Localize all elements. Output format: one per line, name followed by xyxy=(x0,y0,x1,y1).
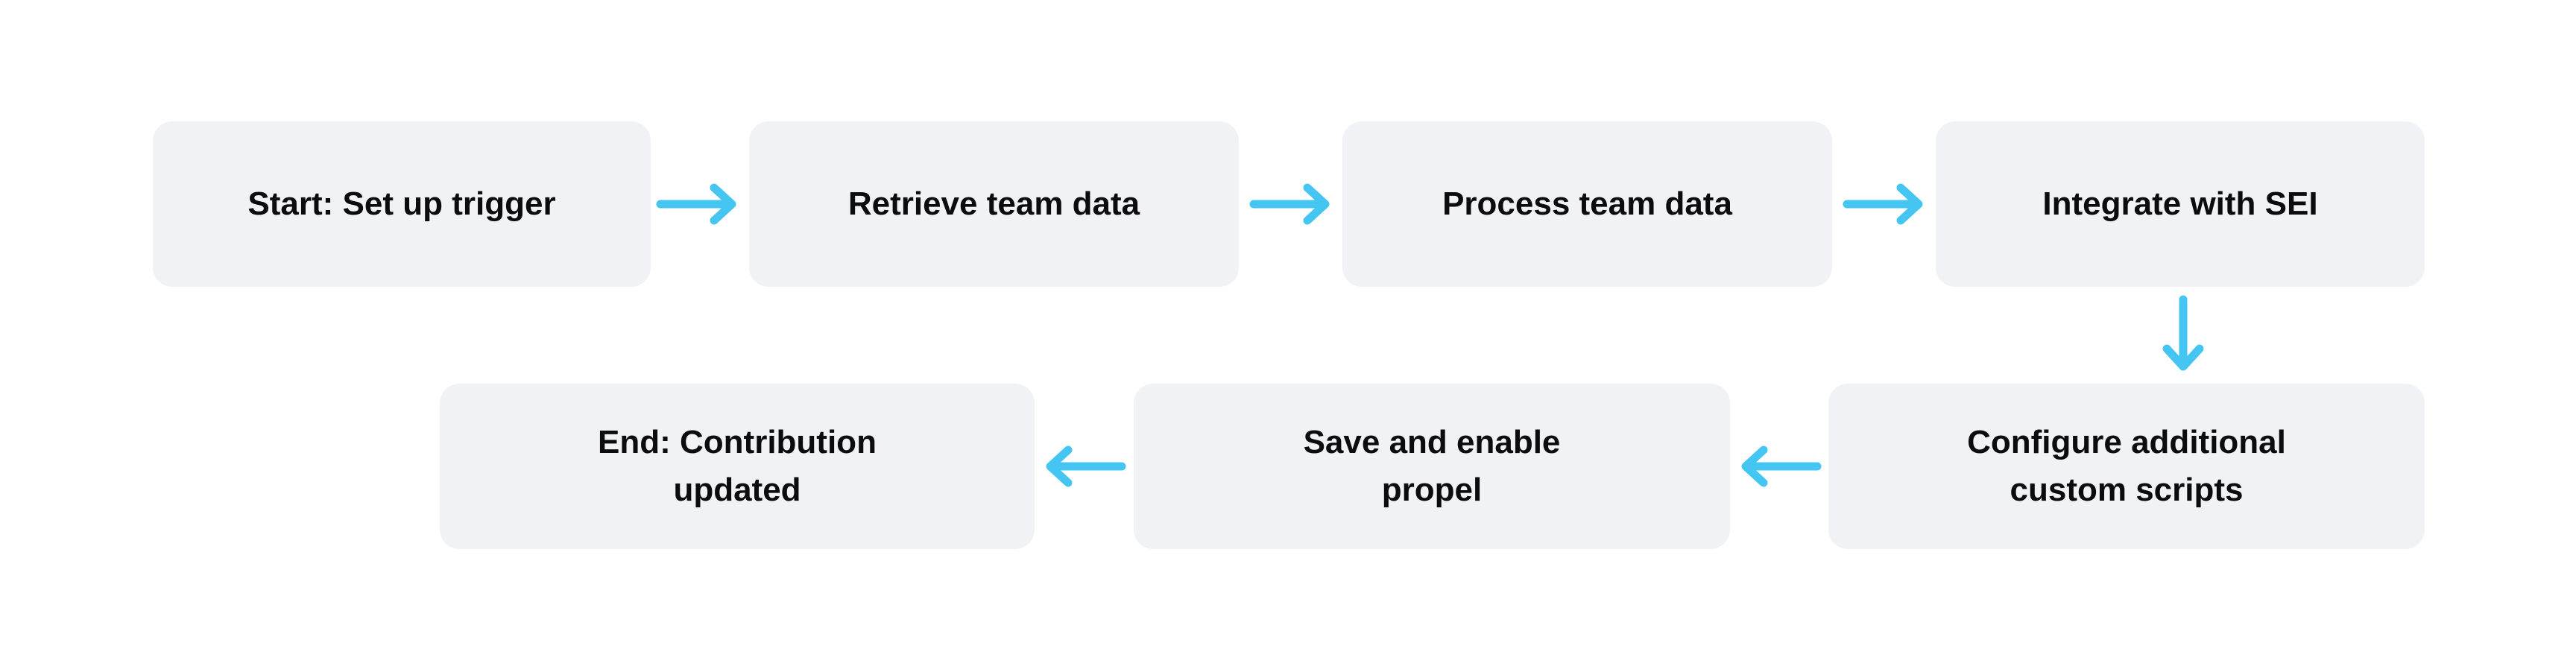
flow-node-integrate-with-sei: Integrate with SEI xyxy=(1936,121,2425,287)
flow-node-save-and-enable-propel: Save and enable propel xyxy=(1134,384,1730,549)
flow-node-start: Start: Set up trigger xyxy=(153,121,651,287)
flow-node-end-contribution-updated: End: Contribution updated xyxy=(440,384,1035,549)
arrow-right-icon xyxy=(1843,183,1923,225)
arrow-left-icon xyxy=(1046,446,1126,487)
arrow-left-icon xyxy=(1741,446,1822,487)
arrow-down-icon xyxy=(2162,295,2204,371)
flow-node-configure-custom-scripts: Configure additional custom scripts xyxy=(1828,384,2425,549)
arrow-right-icon xyxy=(1249,183,1330,225)
flow-node-retrieve-team-data: Retrieve team data xyxy=(749,121,1239,287)
flow-node-process-team-data: Process team data xyxy=(1342,121,1832,287)
arrow-right-icon xyxy=(656,183,736,225)
